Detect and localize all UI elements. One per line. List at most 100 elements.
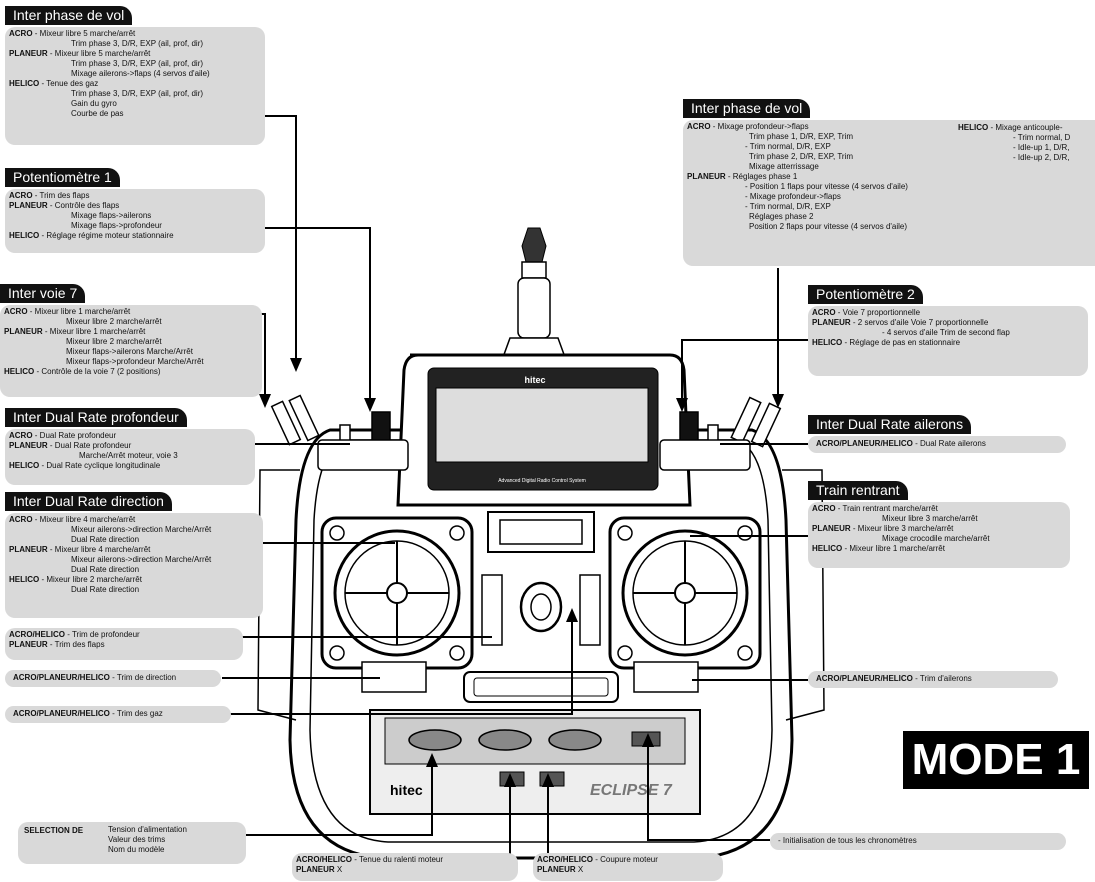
left-phase-vol-line: Trim phase 3, D/R, EXP (ail, prof, dir)	[9, 59, 261, 69]
right-phase-vol-text: - Réglages phase 1	[725, 172, 798, 181]
left-trim-prof-key: PLANEUR	[9, 640, 48, 649]
left-dr-dir-line: Mixeur ailerons->direction Marche/Arrêt	[9, 555, 259, 565]
left-voie7-line: Mixeur libre 2 marche/arrêt	[4, 337, 258, 347]
selection-line-1: Tension d'alimentation	[108, 825, 187, 834]
right-pot2-text: - 2 servos d'aile Voie 7 proportionnelle	[850, 318, 989, 327]
left-dr-dir-line: Dual Rate direction	[9, 535, 259, 545]
right-heli-line-3: - Idle-up 2, D/R,	[1013, 153, 1070, 162]
trim-ail-key: ACRO/PLANEUR/HELICO	[816, 674, 913, 683]
right-phase-vol-line: Mixage atterrissage	[687, 162, 1091, 172]
left-phase-vol-text: Trim phase 3, D/R, EXP (ail, prof, dir)	[71, 59, 204, 68]
right-phase-vol-text: - Mixage profondeur->flaps	[710, 122, 809, 131]
left-phase-vol-key: ACRO	[9, 29, 33, 38]
right-phase-vol-line: Position 2 flaps pour vitesse (4 servos …	[687, 222, 1091, 232]
left-voie7-text: - Contrôle de la voie 7 (2 positions)	[34, 367, 161, 376]
right-heli-key: HELICO	[958, 123, 989, 132]
right-heli-text: - Mixage anticouple-	[988, 123, 1063, 132]
left-dr-prof-line: PLANEUR - Dual Rate profondeur	[9, 441, 251, 451]
bottom-coupure-line: ACRO/HELICO - Coupure moteur	[537, 855, 719, 865]
right-phase-vol-title: Inter phase de vol	[683, 99, 811, 118]
right-phase-vol-key: PLANEUR	[687, 172, 726, 181]
right-phase-vol-text: Mixage atterrissage	[749, 162, 819, 171]
left-dr-prof-title: Inter Dual Rate profondeur	[5, 408, 187, 427]
left-dr-prof-key: ACRO	[9, 431, 33, 440]
left-pot1-key: PLANEUR	[9, 201, 48, 210]
right-phase-vol-text: Réglages phase 2	[749, 212, 814, 221]
right-pot2-line: ACRO - Voie 7 proportionnelle	[812, 308, 1084, 318]
left-phase-vol-line: Gain du gyro	[9, 99, 261, 109]
right-phase-vol-text: - Trim normal, D/R, EXP	[745, 142, 831, 151]
right-train-line: PLANEUR - Mixeur libre 3 marche/arrêt	[812, 524, 1066, 534]
left-dr-dir-title: Inter Dual Rate direction	[5, 492, 172, 511]
left-trim-dir: ACRO/PLANEUR/HELICO - Trim de direction	[5, 670, 221, 687]
left-dr-prof-text: - Dual Rate cyclique longitudinale	[39, 461, 161, 470]
left-dr-prof-key: HELICO	[9, 461, 40, 470]
right-train-line: Mixage crocodile marche/arrêt	[812, 534, 1066, 544]
left-selection-box: SELECTION DE Tension d'alimentation Vale…	[18, 822, 246, 864]
right-phase-vol-line: PLANEUR - Réglages phase 1	[687, 172, 1091, 182]
right-trim-ail: ACRO/PLANEUR/HELICO - Trim d'ailerons	[808, 671, 1058, 688]
right-pot2-text: - Réglage de pas en stationnaire	[842, 338, 961, 347]
right-train-text: Mixeur libre 3 marche/arrêt	[882, 514, 978, 523]
right-heli-block: HELICO - Mixage anticouple- - Trim norma…	[958, 123, 1070, 163]
bottom-coupure-key: PLANEUR	[537, 865, 576, 874]
bottom-coupure-line: PLANEUR X	[537, 865, 719, 875]
right-pot2-key: ACRO	[812, 308, 836, 317]
right-phase-vol-text: - Position 1 flaps pour vitesse (4 servo…	[745, 182, 908, 191]
dr-ail-text: - Dual Rate ailerons	[912, 439, 986, 448]
left-dr-dir-text: Mixeur ailerons->direction Marche/Arrêt	[71, 555, 212, 564]
left-dr-dir-key: HELICO	[9, 575, 40, 584]
right-phase-vol-line: - Mixage profondeur->flaps	[687, 192, 1091, 202]
right-train-title: Train rentrant	[808, 481, 908, 500]
left-voie7-line: Mixeur flaps->profondeur Marche/Arrêt	[4, 357, 258, 367]
left-phase-vol-text: Courbe de pas	[71, 109, 124, 118]
screen-caption: Advanced Digital Radio Control System	[498, 478, 586, 484]
left-dr-dir-line: ACRO - Mixeur libre 4 marche/arrêt	[9, 515, 259, 525]
right-train-key: PLANEUR	[812, 524, 851, 533]
trim-gaz-key: ACRO/PLANEUR/HELICO	[13, 709, 110, 718]
left-phase-vol-text: Mixage ailerons->flaps (4 servos d'aile)	[71, 69, 210, 78]
selection-line-3: Nom du modèle	[108, 845, 165, 854]
bottom-ralenti-key: ACRO/HELICO	[296, 855, 352, 864]
right-chrono: - Initialisation de tous les chronomètre…	[770, 833, 1066, 850]
bottom-ralenti-key: PLANEUR	[296, 865, 335, 874]
screen-housing: hitec Advanced Digital Radio Control Sys…	[396, 353, 692, 507]
right-train-text: - Train rentrant marche/arrêt	[835, 504, 938, 513]
trim-gaz-text: - Trim des gaz	[109, 709, 163, 718]
left-pot1-line: Mixage flaps->ailerons	[9, 211, 261, 221]
right-phase-vol-line: - Trim normal, D/R, EXP	[687, 142, 1091, 152]
left-pot1-line: PLANEUR - Contrôle des flaps	[9, 201, 261, 211]
right-train-line: HELICO - Mixeur libre 1 marche/arrêt	[812, 544, 1066, 554]
right-dr-ail: ACRO/PLANEUR/HELICO - Dual Rate ailerons	[808, 436, 1066, 453]
right-gimbal	[608, 516, 762, 670]
left-dr-dir-text: Dual Rate direction	[71, 565, 140, 574]
left-dr-dir-text: Dual Rate direction	[71, 535, 140, 544]
left-voie7-line: Mixeur flaps->ailerons Marche/Arrêt	[4, 347, 258, 357]
left-dr-prof-text: - Dual Rate profondeur	[47, 441, 132, 450]
left-dr-dir-line: Mixeur ailerons->direction Marche/Arrêt	[9, 525, 259, 535]
right-phase-vol-line: Trim phase 1, D/R, EXP, Trim	[687, 132, 1091, 142]
left-phase-vol-line: PLANEUR - Mixeur libre 5 marche/arrêt	[9, 49, 261, 59]
left-phase-vol-text: - Mixeur libre 5 marche/arrêt	[47, 49, 151, 58]
right-pot2-key: PLANEUR	[812, 318, 851, 327]
left-voie7-text: Mixeur flaps->ailerons Marche/Arrêt	[66, 347, 193, 356]
left-pot1-text: - Trim des flaps	[32, 191, 90, 200]
left-phase-vol-text: Gain du gyro	[71, 99, 117, 108]
dr-ail-key: ACRO/PLANEUR/HELICO	[816, 439, 913, 448]
left-dr-dir-text: - Mixeur libre 2 marche/arrêt	[39, 575, 142, 584]
left-phase-vol-text: Trim phase 3, D/R, EXP (ail, prof, dir)	[71, 89, 204, 98]
right-phase-vol-line: ACRO - Mixage profondeur->flaps	[687, 122, 1091, 132]
left-pot1-line: ACRO - Trim des flaps	[9, 191, 261, 201]
right-phase-vol-text: Position 2 flaps pour vitesse (4 servos …	[749, 222, 908, 231]
right-train-line: Mixeur libre 3 marche/arrêt	[812, 514, 1066, 524]
left-dr-prof-text: Marche/Arrêt moteur, voie 3	[79, 451, 178, 460]
center-controls	[361, 511, 699, 703]
left-phase-vol-line: Trim phase 3, D/R, EXP (ail, prof, dir)	[9, 39, 261, 49]
left-voie7-line: Mixeur libre 2 marche/arrêt	[4, 317, 258, 327]
left-gimbal	[320, 516, 474, 670]
right-train-line: ACRO - Train rentrant marche/arrêt	[812, 504, 1066, 514]
